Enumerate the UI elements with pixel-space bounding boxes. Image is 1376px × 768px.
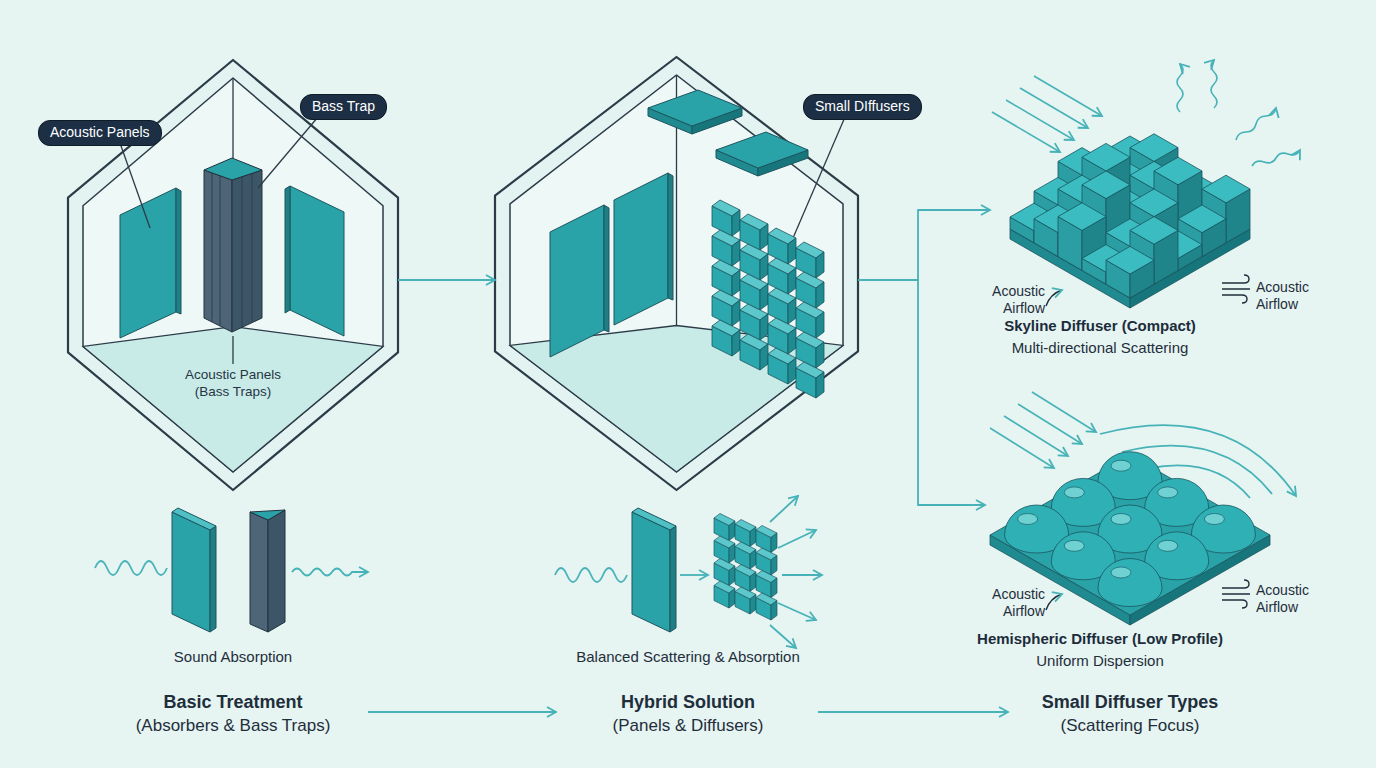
incoming-sound xyxy=(990,392,1096,468)
room-walls xyxy=(510,75,843,472)
room-box: Acoustic Panels (Bass Traps)Acoustic Pan… xyxy=(68,60,398,490)
absorber-panel xyxy=(632,508,676,632)
note-label: (Absorbers & Bass Traps) xyxy=(73,716,393,736)
flow-connector xyxy=(858,280,985,505)
note-label: Sound Absorption xyxy=(113,648,353,666)
column-title: Small Diffuser Types xyxy=(970,692,1290,714)
callout-text: Acoustic Panels xyxy=(50,124,150,140)
note-label: (Panels & Diffusers) xyxy=(528,716,848,736)
sound-wave xyxy=(555,568,708,582)
room-outline xyxy=(495,57,858,490)
node-text: Hemispheric Diffuser (Low Profile) xyxy=(950,630,1250,649)
note-label: (Scattering Focus) xyxy=(970,716,1290,736)
note-label: Acoustic Airflow xyxy=(973,283,1045,317)
diffuser-figure: Hemispheric Diffuser (Low Profile)Unifor… xyxy=(985,430,1285,670)
note-label: Acoustic Airflow xyxy=(1256,279,1336,313)
callout-text: Small DIffusers xyxy=(815,98,910,114)
dispersion-arc xyxy=(1100,425,1296,498)
bass-trap xyxy=(250,510,285,632)
room-corner xyxy=(676,75,677,325)
callout-pill: Bass Trap xyxy=(300,94,387,120)
diffuser-figure: Skyline Diffuser (Compact)Multi-directio… xyxy=(990,110,1280,360)
room-frame xyxy=(495,57,858,490)
node-text: Uniform Dispersion xyxy=(950,652,1250,671)
scatter-arrow xyxy=(770,496,822,648)
callout-text: Bass Trap xyxy=(312,98,375,114)
absorber-panel xyxy=(172,508,216,632)
node-text: Skyline Diffuser (Compact) xyxy=(955,317,1245,336)
node-text: Acoustic Panels (Bass Traps) xyxy=(168,367,298,401)
column-title: Basic Treatment xyxy=(73,692,393,714)
incoming-sound xyxy=(992,76,1102,152)
skyline-diffuser xyxy=(1010,134,1250,308)
callout-pill: Acoustic Panels xyxy=(38,120,162,146)
room-floor xyxy=(83,327,383,472)
note-label: Acoustic Airflow xyxy=(973,586,1045,620)
node-text: Multi-directional Scattering xyxy=(955,339,1245,358)
scatter-wave xyxy=(1177,60,1300,166)
room-floor xyxy=(510,326,843,473)
room-box: Small DIffusers xyxy=(495,57,858,490)
callout-pill: Small DIffusers xyxy=(803,94,922,120)
flow-connector xyxy=(398,279,495,281)
room-corner xyxy=(232,78,233,327)
diffuser-grid xyxy=(714,514,777,621)
sound-wave xyxy=(95,561,368,576)
note-label: Balanced Scattering & Absorption xyxy=(528,648,848,666)
flow-connector xyxy=(858,210,990,280)
note-label: Acoustic Airflow xyxy=(1256,582,1336,616)
column-title: Hybrid Solution xyxy=(528,692,848,714)
